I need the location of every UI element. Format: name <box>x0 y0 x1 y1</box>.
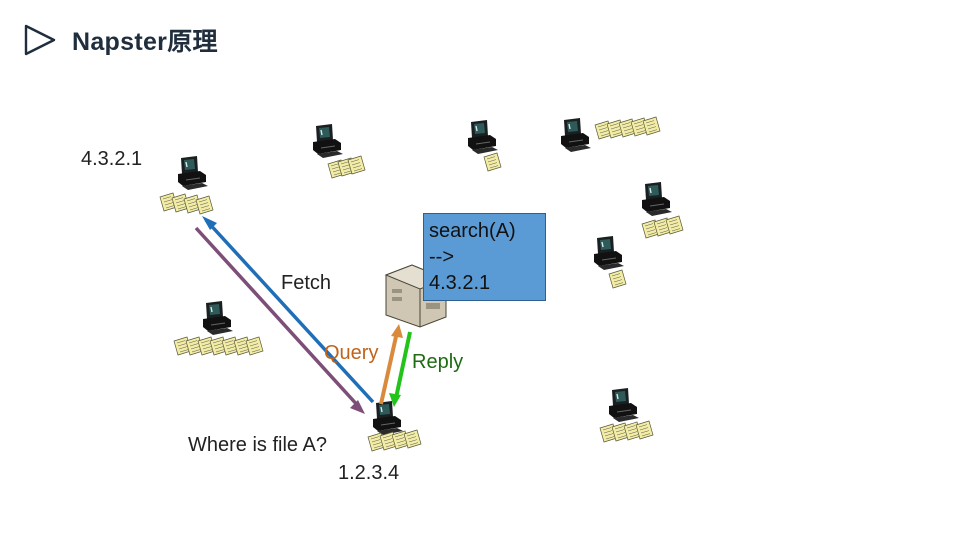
reply-arrow <box>394 331 412 399</box>
fetch-label: Fetch <box>281 272 332 294</box>
peer-computer-icon <box>177 155 209 191</box>
peer-computer-icon <box>641 181 673 217</box>
file-stack-icon <box>367 429 422 452</box>
fetch-arrow <box>204 218 375 404</box>
where-is-file-label: Where is file A? <box>188 434 327 456</box>
file-stack-icon <box>159 192 214 215</box>
query-arrow <box>379 331 399 405</box>
peer-computer-icon <box>608 387 640 423</box>
file-stack-icon <box>599 420 654 443</box>
server-response-box: search(A) --> 4.3.2.1 <box>423 213 546 301</box>
transfer-arrowhead <box>350 400 365 414</box>
query-arrowhead <box>391 324 403 338</box>
response-line-1: search(A) <box>429 220 516 242</box>
file-stack-icon <box>641 215 684 239</box>
peer-computer-icon <box>372 400 404 436</box>
reply-arrowhead <box>389 393 401 407</box>
transfer-arrow <box>194 226 362 410</box>
peer-computer-icon <box>560 117 592 153</box>
page-title: Napster原理 <box>72 28 218 56</box>
play-triangle-icon <box>24 24 56 56</box>
peer-computer-icon <box>467 119 499 155</box>
file-stack-icon <box>327 155 366 179</box>
response-line-2: --> <box>429 246 454 268</box>
slide-title-bar: Napster原理 <box>22 22 218 58</box>
query-label: Query <box>324 342 379 364</box>
peer-ip-label-bottom: 1.2.3.4 <box>338 462 400 484</box>
file-stack-icon <box>483 152 502 172</box>
file-stack-icon <box>608 269 627 289</box>
peer-computer-icon <box>593 235 625 271</box>
file-stack-icon <box>594 116 661 140</box>
peer-computer-icon <box>202 300 234 336</box>
fetch-arrowhead <box>202 216 217 230</box>
peer-computer-icon <box>312 123 344 159</box>
peer-ip-label-top: 4.3.2.1 <box>81 148 143 170</box>
file-stack-icon <box>173 336 264 356</box>
reply-label: Reply <box>412 351 464 373</box>
response-line-3: 4.3.2.1 <box>429 272 491 294</box>
